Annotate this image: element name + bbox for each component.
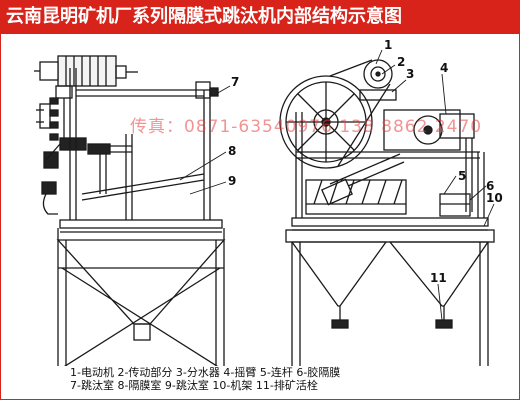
motor-right [359, 59, 397, 101]
callout-5: 5 [458, 169, 466, 183]
contact-watermark: 传真：0871-63540976 138 8862 2470 [130, 117, 483, 137]
callout-9: 9 [228, 174, 236, 188]
parts-legend: 1-电动机 2-传动部分 3-分水器 4-摇臂 5-连杆 6-胶隔膜 7-跳汰室… [70, 366, 430, 392]
callout-4: 4 [440, 61, 448, 75]
callout-7: 7 [231, 75, 239, 89]
legend-line-2: 7-跳汰室 8-隔膜室 9-跳汰室 10-机架 11-排矿活栓 [70, 379, 318, 392]
callout-11: 11 [430, 271, 447, 285]
legend-line-1: 1-电动机 2-传动部分 3-分水器 4-摇臂 5-连杆 6-胶隔膜 [70, 366, 341, 379]
callout-2: 2 [397, 55, 405, 69]
connecting-rod [321, 153, 405, 206]
drive-section-left [36, 85, 87, 215]
callout-3: 3 [406, 67, 414, 81]
jig-structure-diagram: 1 2 3 4 5 6 7 8 9 10 11 [34, 38, 503, 366]
callouts: 1 2 3 4 5 6 7 8 9 10 11 [179, 38, 503, 321]
callout-6: 6 [486, 179, 494, 193]
right-view [279, 59, 495, 366]
motor-left [34, 55, 138, 87]
page-title: 云南昆明矿机厂系列隔膜式跳汰机内部结构示意图 [0, 0, 520, 34]
callout-1: 1 [384, 38, 392, 52]
callout-8: 8 [228, 144, 236, 158]
left-view [34, 55, 226, 366]
callout-10: 10 [486, 191, 503, 205]
